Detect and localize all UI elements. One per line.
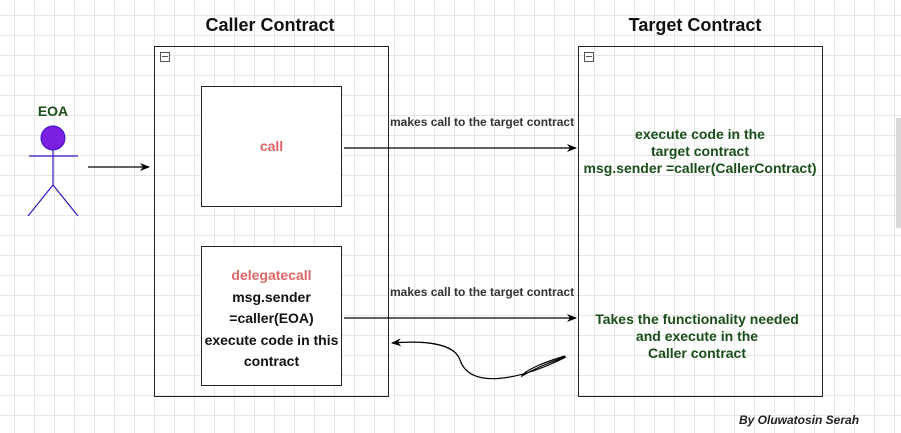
- actor-right-leg: [52, 184, 79, 217]
- delegatecall-label: delegatecall: [231, 267, 312, 283]
- scrollbar-thumb[interactable]: [896, 118, 901, 228]
- target-contract-container[interactable]: [578, 46, 823, 397]
- delegatecall-result-line: Takes the functionality needed: [595, 311, 799, 327]
- delegatecall-result-text: Takes the functionality needed and execu…: [577, 311, 817, 362]
- delegatecall-text-line: =caller(EOA): [229, 310, 314, 326]
- actor-left-leg: [27, 184, 54, 217]
- delegatecall-text-line: execute code in this: [204, 331, 339, 348]
- call-result-line: target contract: [650, 143, 750, 159]
- delegatecall-box[interactable]: delegatecall msg.sender =caller(EOA) exe…: [201, 246, 342, 386]
- target-contract-title: Target Contract: [628, 15, 762, 35]
- call-result-line: execute code in the: [635, 126, 765, 142]
- author-credit: By Oluwatosin Serah: [739, 413, 860, 427]
- call-result-text: execute code in the target contract msg.…: [580, 126, 820, 177]
- delegatecall-result-line: Caller contract: [647, 345, 747, 361]
- stick-figure-icon: [27, 125, 79, 217]
- call-box[interactable]: call: [201, 86, 342, 207]
- eoa-label: EOA: [37, 103, 69, 119]
- delegatecall-result-line: and execute in the: [635, 328, 759, 344]
- return-to-caller-arrow: [391, 338, 567, 380]
- actor-head: [40, 125, 66, 151]
- caller-contract-container[interactable]: [154, 46, 389, 397]
- call-label: call: [259, 137, 284, 154]
- call-result-line: msg.sender =caller(CallerContract): [583, 160, 817, 176]
- delegatecall-text-line: contract: [243, 353, 300, 369]
- caller-contract-title: Caller Contract: [205, 15, 335, 35]
- delegatecall-edge-label: makes call to the target contract: [390, 285, 575, 299]
- call-edge-label: makes call to the target contract: [390, 115, 575, 129]
- collapse-icon[interactable]: [584, 52, 594, 62]
- delegatecall-text-line: msg.sender: [232, 288, 311, 305]
- eoa-actor[interactable]: EOA: [24, 100, 82, 222]
- collapse-icon[interactable]: [160, 52, 170, 62]
